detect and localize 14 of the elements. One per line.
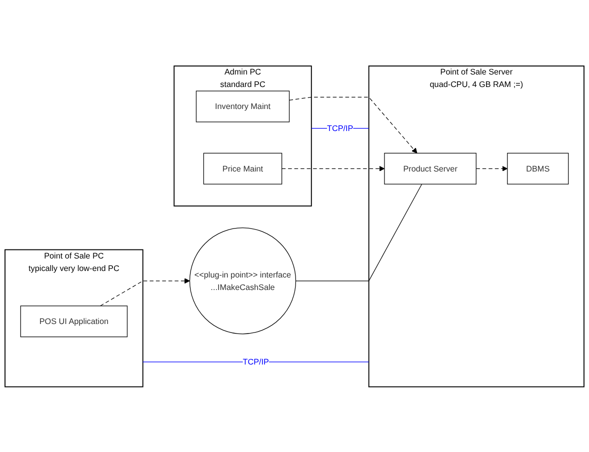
node-box: DBMS [507, 152, 569, 184]
arrow [288, 96, 418, 154]
node-box: Inventory Maint [196, 90, 290, 122]
arrow [476, 166, 508, 171]
edge-label: TCP/IP [327, 123, 354, 132]
connector [295, 183, 422, 281]
edge-label: TCP/IP [242, 356, 269, 366]
node-circle: <<plug-in point>> interface ...IMakeCashSale [189, 227, 296, 334]
arrow [282, 166, 385, 171]
node-box: Price Maint [203, 152, 282, 184]
arrow [100, 278, 190, 306]
node-box: Product Server [384, 152, 476, 184]
node-box: POS UI Application [20, 305, 128, 337]
connector [142, 361, 370, 362]
